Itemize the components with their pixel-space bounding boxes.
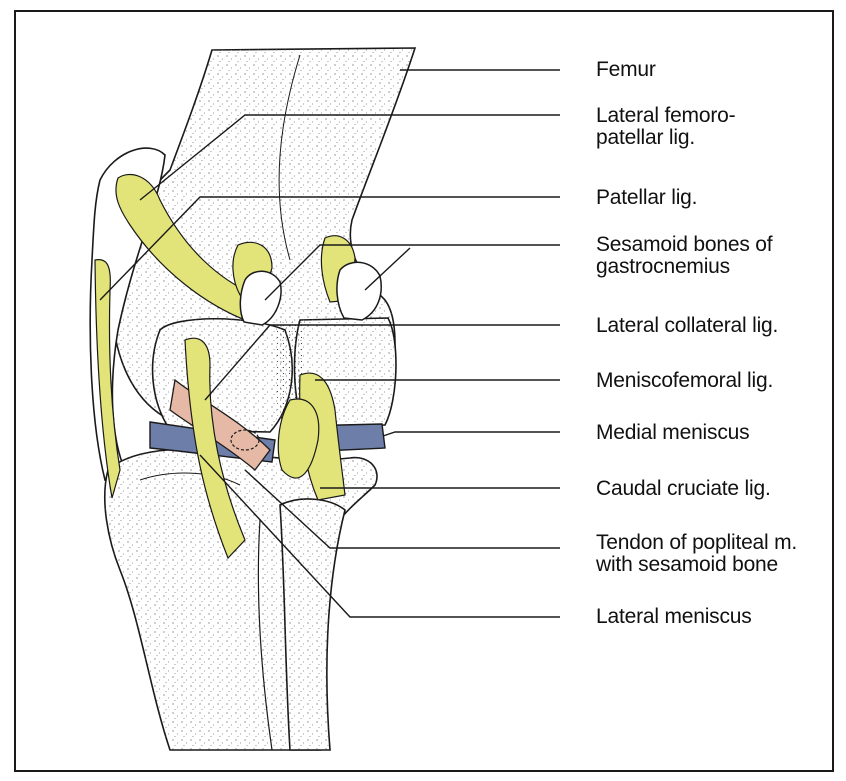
label-lateral-femoropatellar-lig: Lateral femoro- patellar lig.	[596, 105, 735, 149]
label-medial-meniscus: Medial meniscus	[596, 422, 749, 444]
label-caudal-cruciate-lig: Caudal cruciate lig.	[596, 478, 771, 500]
label-lateral-collateral-lig: Lateral collateral lig.	[596, 315, 778, 337]
label-meniscofemoral-lig: Meniscofemoral lig.	[596, 370, 773, 392]
label-tendon-popliteal: Tendon of popliteal m. with sesamoid bon…	[596, 532, 797, 576]
leader-medial-meniscus	[383, 432, 560, 436]
label-lateral-meniscus: Lateral meniscus	[596, 606, 752, 628]
fibula-bone	[280, 499, 345, 750]
label-femur: Femur	[596, 59, 656, 81]
label-sesamoid-bones: Sesamoid bones of gastrocnemius	[596, 234, 772, 278]
label-patellar-lig: Patellar lig.	[596, 187, 697, 209]
